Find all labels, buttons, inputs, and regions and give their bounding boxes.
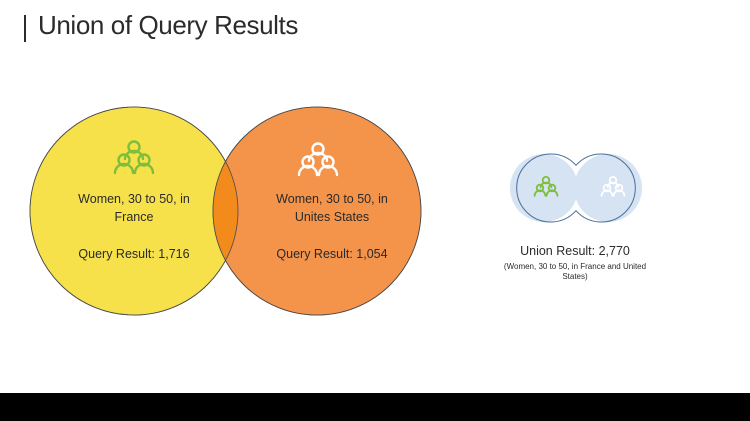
venn-diagram	[29, 106, 642, 316]
people-group-icon	[297, 142, 339, 177]
us-text-block: Women, 30 to 50, in Unites States Query …	[262, 190, 402, 263]
france-result: Query Result: 1,716	[78, 247, 190, 261]
us-result: Query Result: 1,054	[276, 247, 388, 261]
france-circle-outline	[29, 106, 239, 316]
us-label: Women, 30 to 50, in Unites States	[276, 192, 388, 224]
france-text-block: Women, 30 to 50, in France Query Result:…	[64, 190, 204, 263]
bottom-bar	[0, 393, 750, 421]
people-group-icon	[113, 140, 155, 175]
people-group-icon	[533, 175, 559, 197]
union-note: (Women, 30 to 50, in France and United S…	[503, 262, 647, 281]
union-result: Union Result: 2,770	[520, 244, 630, 258]
france-label: Women, 30 to 50, in France	[78, 192, 190, 224]
title-accent-rule	[24, 15, 26, 42]
people-group-icon	[600, 175, 626, 197]
us-circle-outline	[212, 106, 422, 316]
union-shape	[510, 153, 642, 223]
slide-title: Union of Query Results	[38, 10, 298, 40]
